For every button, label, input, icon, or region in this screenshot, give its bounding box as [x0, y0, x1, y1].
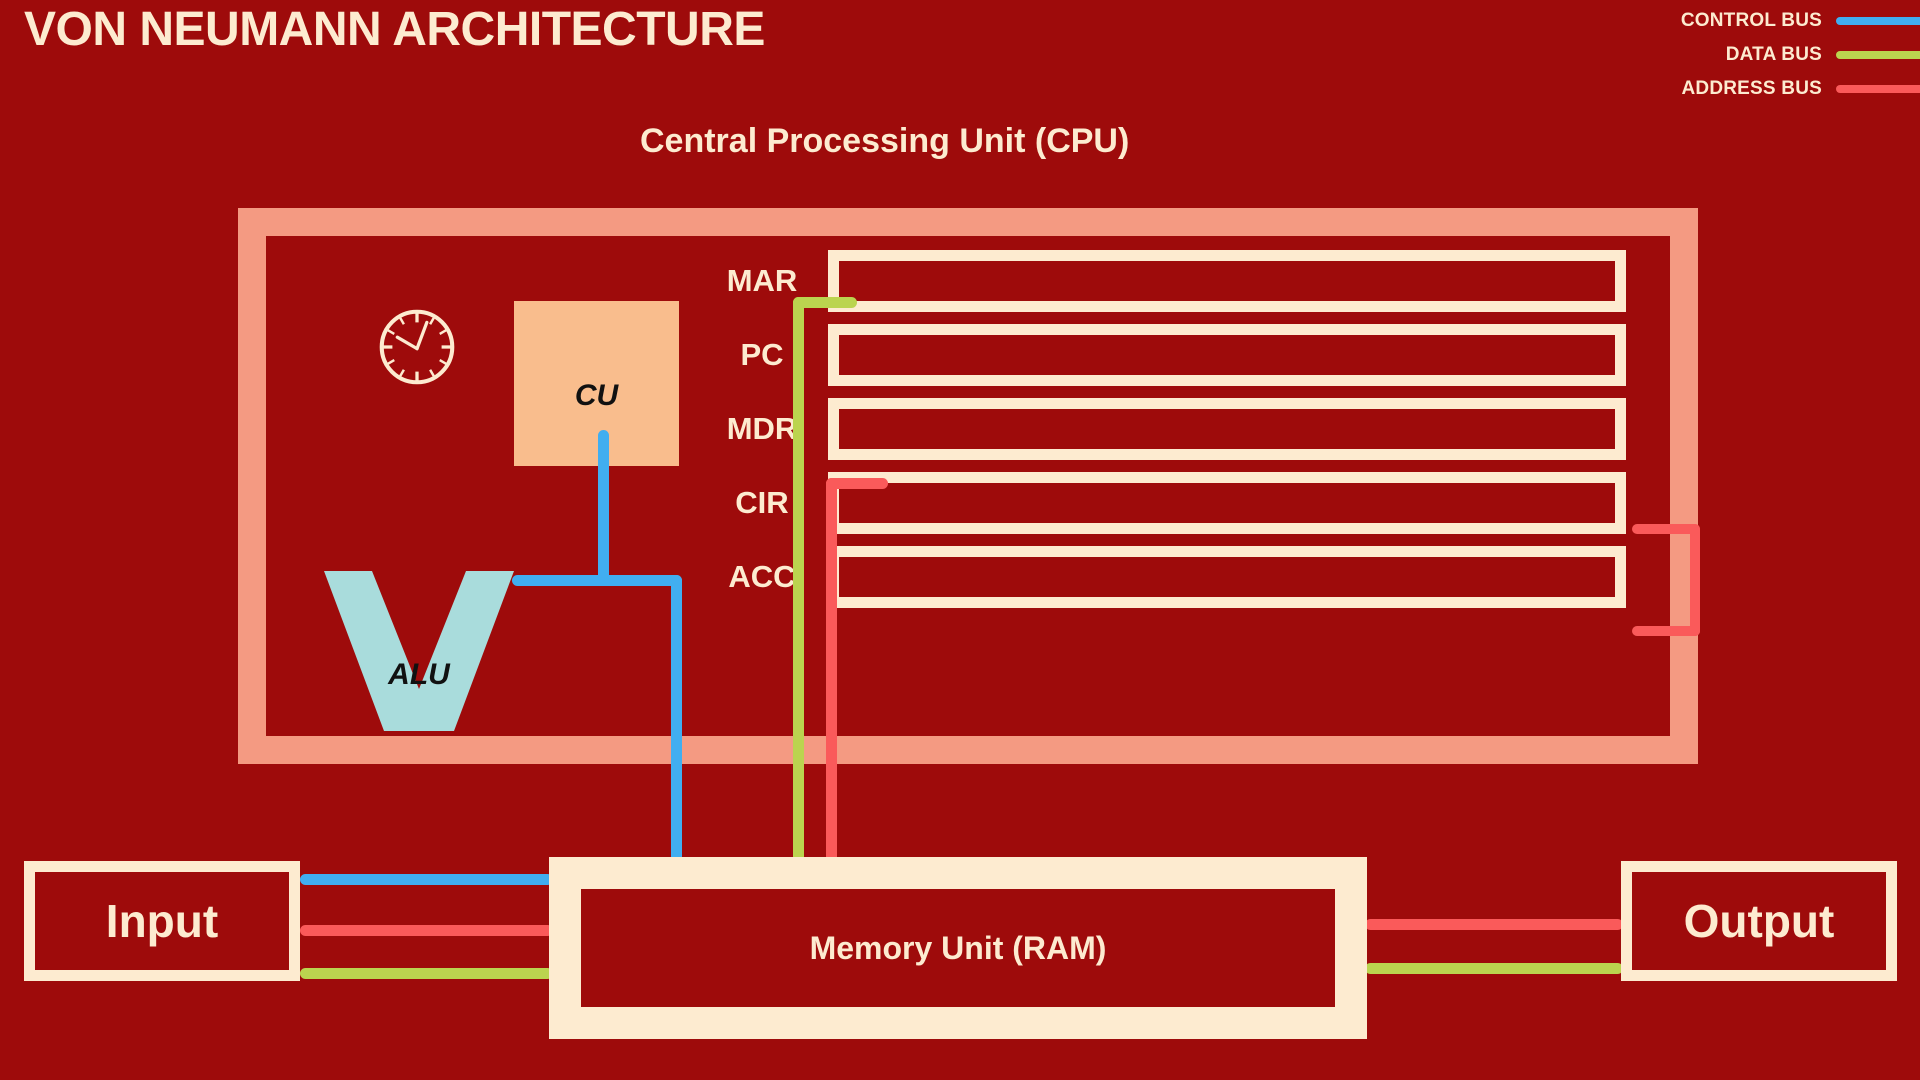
page-title: VON NEUMANN ARCHITECTURE — [24, 3, 765, 56]
alu-label: ALU — [388, 658, 450, 691]
register-bar-mar — [828, 250, 1626, 312]
cpu-heading: Central Processing Unit (CPU) — [640, 122, 1130, 160]
register-label-mdr: MDR — [726, 411, 798, 446]
address-bus-register-loop-top — [1632, 524, 1700, 534]
address-bus-to-memory — [826, 478, 837, 862]
alu-shape — [324, 571, 514, 731]
address-bus-register-loop-right — [1690, 524, 1700, 636]
output-unit-label: Output — [1632, 872, 1886, 970]
address-bus-input-to-memory — [300, 925, 553, 936]
register-label-pc: PC — [740, 337, 784, 372]
bus-legend: CONTROL BUS DATA BUS ADDRESS BUS — [1590, 4, 1920, 106]
address-bus-mdr-horizontal — [826, 478, 888, 489]
legend-label-control-bus: CONTROL BUS — [1680, 10, 1822, 31]
register-row-cir: CIR — [696, 472, 1626, 534]
control-bus-to-memory — [671, 575, 682, 862]
legend-item-address-bus: ADDRESS BUS — [1590, 72, 1920, 106]
control-unit-box: CU — [514, 301, 679, 466]
data-bus-to-memory — [793, 297, 804, 862]
register-bar-mdr — [828, 398, 1626, 460]
register-label-acc: ACC — [728, 559, 796, 594]
data-bus-input-to-memory — [300, 968, 553, 979]
clock-icon — [379, 309, 455, 385]
legend-item-data-bus: DATA BUS — [1590, 38, 1920, 72]
input-unit-box: Input — [24, 861, 300, 981]
register-row-acc: ACC — [696, 546, 1626, 608]
legend-swatch-data-bus — [1836, 51, 1920, 59]
legend-label-data-bus: DATA BUS — [1725, 44, 1822, 65]
register-row-mdr: MDR — [696, 398, 1626, 460]
legend-label-address-bus: ADDRESS BUS — [1681, 78, 1822, 99]
register-label-cir: CIR — [735, 485, 789, 520]
data-bus-mar-horizontal — [793, 297, 857, 308]
register-row-mar: MAR — [696, 250, 1626, 312]
address-bus-memory-to-output — [1365, 919, 1623, 930]
data-bus-memory-to-output — [1365, 963, 1623, 974]
memory-unit-label: Memory Unit (RAM) — [581, 889, 1335, 1007]
memory-unit-box: Memory Unit (RAM) — [549, 857, 1367, 1039]
register-label-mar: MAR — [726, 263, 798, 298]
register-bar-acc — [828, 546, 1626, 608]
control-bus-cu-vertical — [598, 430, 609, 582]
cpu-inner-area: CU ALU MAR PC MDR CIR — [266, 236, 1700, 736]
register-bar-pc — [828, 324, 1626, 386]
address-bus-register-loop-bottom — [1632, 626, 1700, 636]
control-bus-input-to-memory — [300, 874, 553, 885]
cpu-container: CU ALU MAR PC MDR CIR — [238, 208, 1700, 764]
legend-item-control-bus: CONTROL BUS — [1590, 4, 1920, 38]
legend-swatch-control-bus — [1836, 17, 1920, 25]
output-unit-box: Output — [1621, 861, 1897, 981]
legend-swatch-address-bus — [1836, 85, 1920, 93]
control-unit-label: CU — [574, 379, 619, 412]
register-bar-cir — [828, 472, 1626, 534]
control-bus-alu-horizontal — [512, 575, 682, 586]
register-row-pc: PC — [696, 324, 1626, 386]
input-unit-label: Input — [35, 872, 289, 970]
